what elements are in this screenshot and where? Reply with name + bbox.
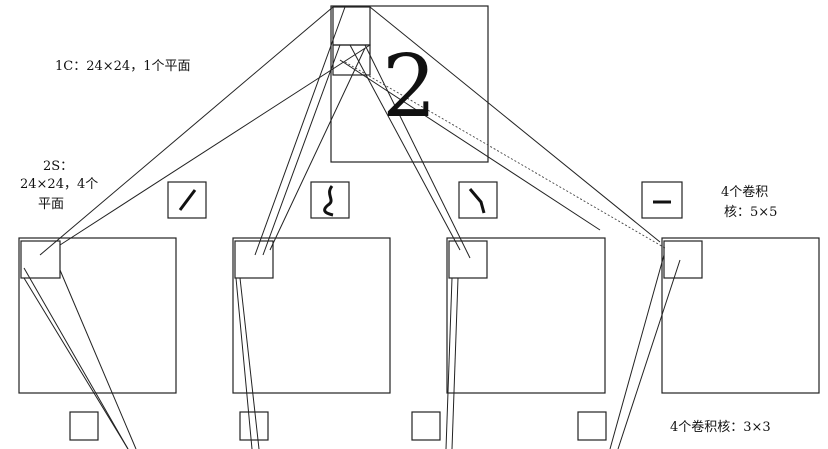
feature-map-2	[232, 237, 391, 394]
kernel-icon-3	[458, 181, 498, 219]
kernels5-label-line2: 核：5×5	[724, 205, 778, 220]
feature-map-3	[446, 237, 606, 394]
input-sub-window	[332, 44, 371, 76]
feature-map-1	[18, 237, 177, 394]
kernel-icon-2	[310, 181, 350, 219]
kernels3-label: 4个卷积核：3×3	[670, 420, 771, 435]
kernel3-box-3	[411, 411, 441, 441]
layer2-label-line1: 2S：	[43, 159, 74, 174]
projection-lines	[39, 6, 666, 259]
kernels5-label-line1: 4个卷积	[721, 185, 769, 200]
kernel-icon-4	[641, 181, 683, 219]
kernel3-box-2	[239, 411, 269, 441]
input-plane	[330, 5, 489, 163]
layer1-label: 1C：24×24，1个平面	[55, 59, 191, 74]
feature-map-4	[661, 237, 820, 394]
kernel3-box-4	[577, 411, 607, 441]
layer2-label-line3: 平面	[38, 197, 65, 212]
downward-lines	[23, 254, 681, 449]
input-digit: 2	[382, 37, 437, 137]
kernel-icon-1	[167, 181, 207, 219]
layer2-label-line2: 24×24，4个	[20, 177, 99, 192]
kernel3-box-1	[69, 411, 99, 441]
